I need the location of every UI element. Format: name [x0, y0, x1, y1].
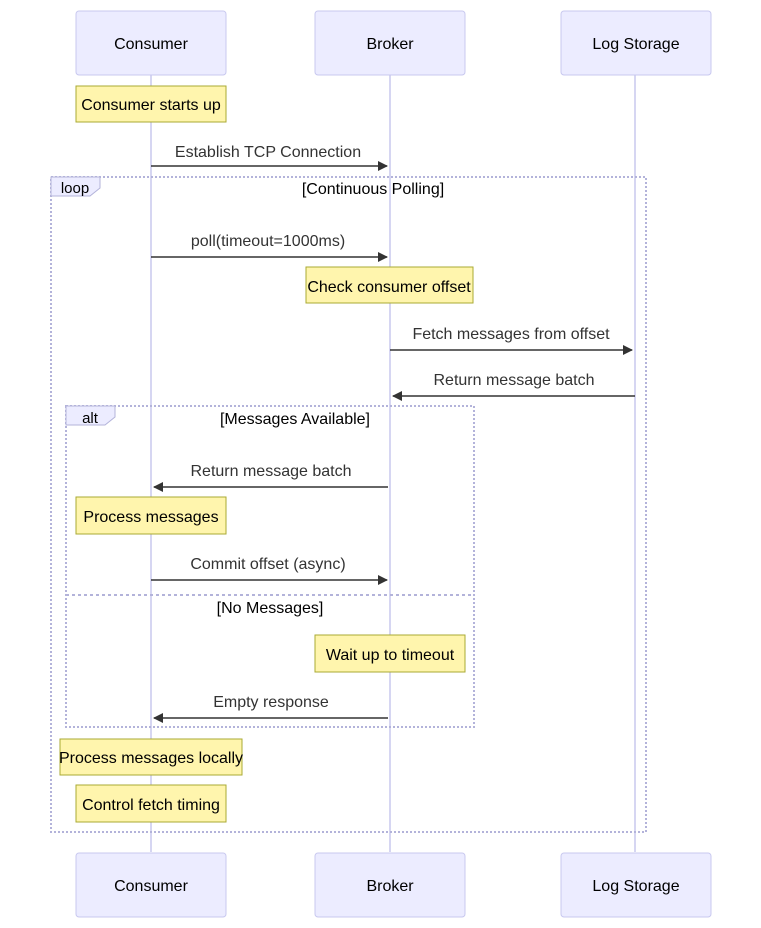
actor-broker-bottom: Broker: [314, 852, 466, 918]
loop-frame-keyword: loop: [61, 180, 89, 197]
message-fetch-from-offset-label: Fetch messages from offset: [412, 326, 610, 343]
actor-broker-top: Broker: [314, 10, 466, 76]
note-process-locally: Process messages locally: [59, 738, 243, 776]
note-control-timing-text: Control fetch timing: [82, 797, 220, 814]
alt-frame: alt [Messages Available] [No Messages]: [65, 405, 475, 728]
note-check-offset-text: Check consumer offset: [307, 279, 471, 296]
message-empty-response-label: Empty response: [213, 694, 329, 711]
message-fetch-from-offset: Fetch messages from offset: [390, 326, 633, 355]
alt-frame-keyword: alt: [82, 410, 99, 427]
actor-log-storage-top: Log Storage: [560, 10, 712, 76]
message-return-batch-broker-label: Return message batch: [191, 463, 352, 480]
message-empty-response: Empty response: [153, 694, 388, 723]
note-wait-timeout-text: Wait up to timeout: [326, 647, 455, 664]
message-poll-label: poll(timeout=1000ms): [191, 233, 345, 250]
alt-frame-else-condition: [No Messages]: [217, 600, 324, 617]
loop-frame-condition: [Continuous Polling]: [302, 181, 444, 198]
actor-broker-bottom-label: Broker: [366, 878, 414, 895]
message-commit-offset-label: Commit offset (async): [190, 556, 345, 573]
message-return-batch-storage-label: Return message batch: [434, 372, 595, 389]
note-process-locally-text: Process messages locally: [59, 750, 243, 767]
message-return-batch-storage: Return message batch: [392, 372, 635, 401]
actor-consumer-bottom-label: Consumer: [114, 878, 188, 895]
note-process-messages-text: Process messages: [83, 509, 218, 526]
alt-frame-condition: [Messages Available]: [220, 411, 370, 428]
note-consumer-starts-text: Consumer starts up: [81, 97, 221, 114]
loop-frame: loop [Continuous Polling]: [50, 176, 647, 833]
note-check-offset: Check consumer offset: [305, 266, 474, 304]
actor-log-storage-top-label: Log Storage: [592, 36, 679, 53]
message-return-batch-broker: Return message batch: [153, 463, 388, 492]
note-wait-timeout: Wait up to timeout: [314, 634, 466, 673]
message-establish-tcp-label: Establish TCP Connection: [175, 144, 361, 161]
note-control-timing: Control fetch timing: [75, 784, 227, 823]
note-process-messages: Process messages: [75, 496, 227, 535]
actor-log-storage-bottom-label: Log Storage: [592, 878, 679, 895]
note-consumer-starts: Consumer starts up: [75, 85, 227, 123]
actor-broker-top-label: Broker: [366, 36, 414, 53]
message-commit-offset: Commit offset (async): [151, 556, 388, 585]
message-poll: poll(timeout=1000ms): [151, 233, 388, 262]
actor-consumer-top: Consumer: [75, 10, 227, 76]
actor-log-storage-bottom: Log Storage: [560, 852, 712, 918]
actor-consumer-top-label: Consumer: [114, 36, 188, 53]
actor-consumer-bottom: Consumer: [75, 852, 227, 918]
message-establish-tcp: Establish TCP Connection: [151, 144, 388, 171]
